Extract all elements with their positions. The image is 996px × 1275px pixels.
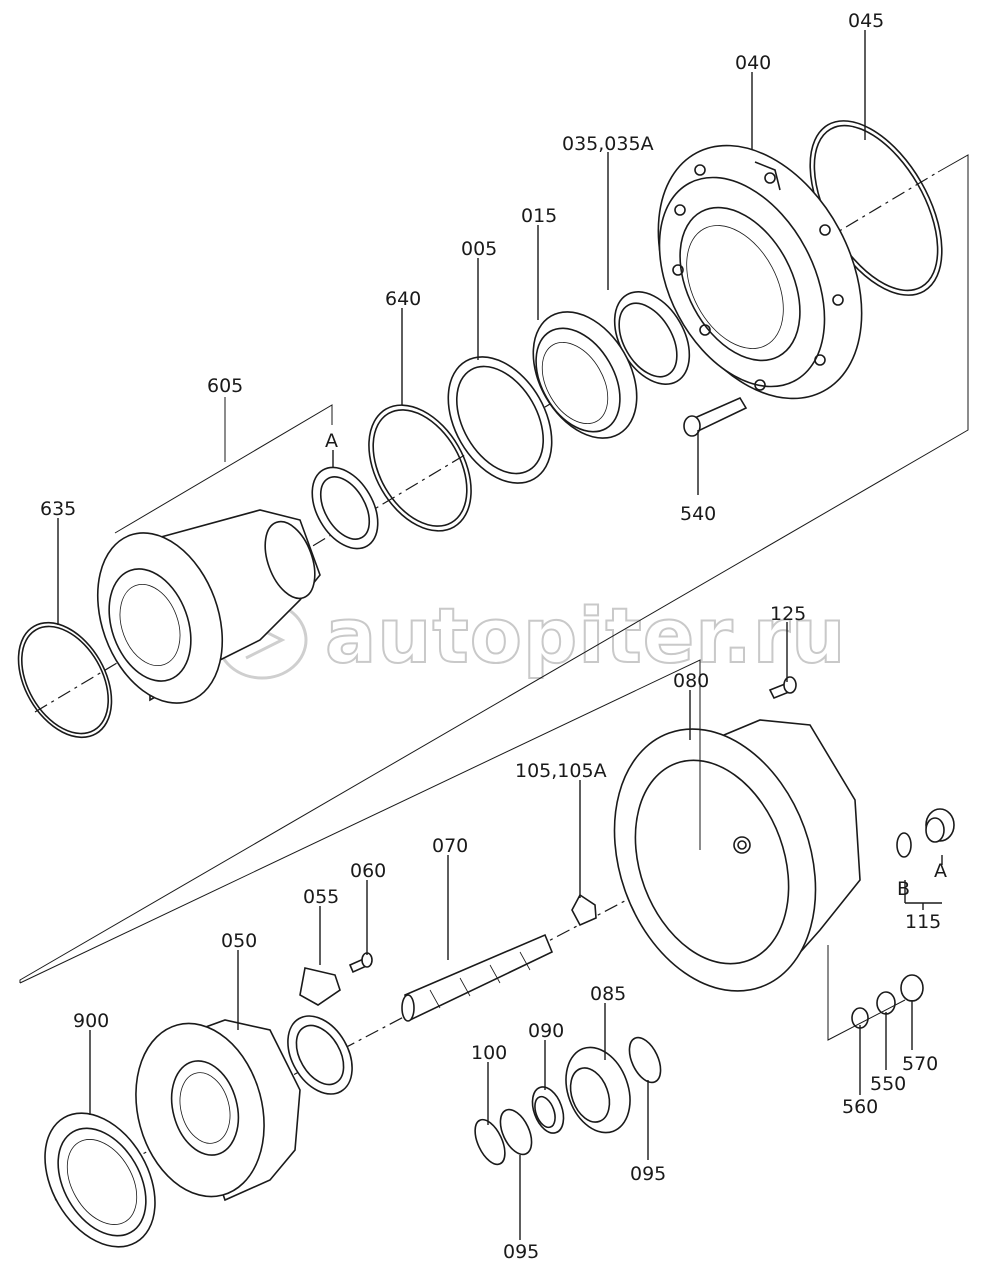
label-900: 900 [73, 1010, 109, 1032]
label-095-right: 095 [630, 1163, 666, 1185]
label-B: B [897, 878, 910, 900]
part-040-flange-housing [657, 144, 863, 400]
snap-rings [474, 1036, 662, 1166]
watermark-text: autopiter.ru [325, 591, 846, 680]
part-005-seal [447, 356, 553, 484]
part-080-drum-housing [613, 719, 861, 992]
part-070-shaft [401, 933, 554, 1022]
lower-group-frame [19, 659, 701, 984]
part-090-needle-bearing [531, 1086, 565, 1134]
label-A-lower: A [934, 860, 947, 882]
part-115-plug [896, 808, 955, 858]
part-055-lock-plate [299, 967, 341, 1006]
label-550: 550 [870, 1073, 906, 1095]
label-640: 640 [385, 288, 421, 310]
label-055: 055 [303, 886, 339, 908]
watermark: autopiter.ru [216, 590, 846, 681]
part-640-ring [368, 404, 472, 532]
part-A-lock-nut [311, 466, 379, 550]
label-045: 045 [848, 10, 884, 32]
label-050: 050 [221, 930, 257, 952]
parts-560-550-570 [827, 945, 924, 1041]
part-635-o-ring [17, 621, 113, 739]
label-060: 060 [350, 860, 386, 882]
label-540: 540 [680, 503, 716, 525]
leader-lines [57, 30, 943, 1240]
upper-group-frame [19, 154, 969, 983]
part-lock-nut-lower [287, 1015, 353, 1095]
label-095-bottom: 095 [503, 1241, 539, 1263]
part-540-bolt [683, 396, 748, 437]
label-005: 005 [461, 238, 497, 260]
part-105-thrust-washer [571, 893, 597, 927]
label-605: 605 [207, 375, 243, 397]
label-090: 090 [528, 1020, 564, 1042]
label-035: 035,035A [562, 133, 654, 155]
part-085-gear [565, 1046, 631, 1134]
label-570: 570 [902, 1053, 938, 1075]
label-100: 100 [471, 1042, 507, 1064]
label-635: 635 [40, 498, 76, 520]
label-080: 080 [673, 670, 709, 692]
part-900-bearing [44, 1112, 156, 1248]
part-125-small-bolt [768, 676, 797, 700]
label-125: 125 [770, 603, 806, 625]
part-015-bearing [532, 311, 638, 439]
part-labels: 045 040 035,035A 015 005 640 605 A 635 5… [40, 10, 947, 1263]
label-105: 105,105A [515, 760, 607, 782]
label-040: 040 [735, 52, 771, 74]
label-015: 015 [521, 205, 557, 227]
label-A-upper: A [325, 430, 338, 452]
part-605-hub [96, 509, 321, 704]
label-560: 560 [842, 1096, 878, 1118]
part-060-screw [348, 952, 373, 974]
part-050-carrier [135, 1019, 301, 1202]
label-115: 115 [905, 911, 941, 933]
label-085: 085 [590, 983, 626, 1005]
label-070: 070 [432, 835, 468, 857]
